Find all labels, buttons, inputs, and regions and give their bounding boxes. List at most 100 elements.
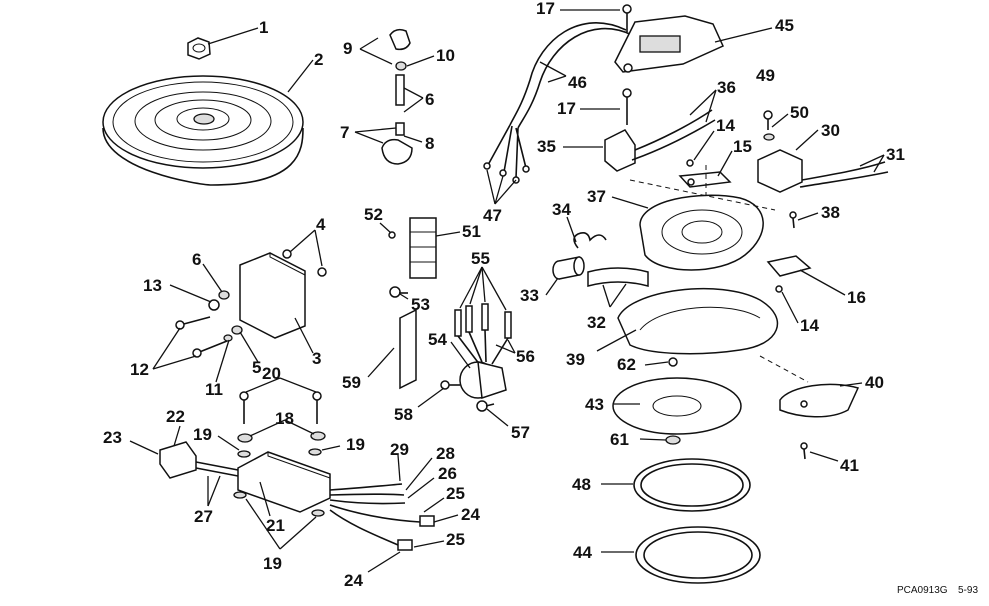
callout-label: 24 — [461, 505, 480, 524]
callout-label: 25 — [446, 484, 465, 503]
drawing-date: 5-93 — [958, 585, 979, 596]
callout-label: 19 — [193, 425, 212, 444]
callout-label: 37 — [587, 187, 606, 206]
callout-label: 52 — [364, 205, 383, 224]
sensor-coil-part — [604, 109, 716, 172]
clip-part — [678, 159, 732, 188]
callout-label: 8 — [425, 134, 435, 153]
callout-label: 25 — [446, 530, 465, 549]
callout-label: 48 — [572, 475, 591, 494]
callout-label: 9 — [343, 39, 353, 58]
callout-label: 62 — [617, 355, 636, 374]
callout-label: 10 — [436, 46, 455, 65]
ring-part-48 — [633, 458, 751, 512]
bracket-part-59 — [399, 308, 417, 390]
callout-label: 35 — [537, 137, 556, 156]
callout-label: 13 — [143, 276, 162, 295]
coil-lead-part — [757, 149, 889, 193]
callout-label: 14 — [800, 316, 819, 335]
clamp-part — [766, 255, 812, 277]
callout-label: 41 — [840, 456, 859, 475]
callout-label: 30 — [821, 121, 840, 140]
screw-part-62 — [668, 357, 678, 367]
callout-label: 29 — [390, 440, 409, 459]
callout-label: 3 — [312, 349, 322, 368]
sleeve-part — [587, 267, 649, 287]
callout-label: 19 — [263, 554, 282, 573]
callout-label: 2 — [314, 50, 324, 69]
armature-plate-part — [617, 287, 809, 383]
small-screw-part-41 — [800, 442, 808, 460]
callout-label: 11 — [205, 380, 223, 399]
callout-label: 23 — [103, 428, 122, 447]
spark-plug-boot-parts — [381, 28, 413, 165]
callout-label: 24 — [344, 571, 363, 590]
callout-label: 43 — [585, 395, 604, 414]
callout-label: 40 — [865, 373, 884, 392]
callout-label: 46 — [568, 73, 587, 92]
callout-label: 51 — [462, 222, 481, 241]
drawing-code: PCA0913G — [897, 585, 948, 596]
callout-label: 31 — [886, 145, 905, 164]
callout-label: 61 — [610, 430, 629, 449]
callout-label: 39 — [566, 350, 585, 369]
callout-label: 50 — [790, 103, 809, 122]
screw-part-58-57 — [440, 380, 495, 412]
stator-plate-part — [629, 165, 776, 271]
ring-part-44 — [635, 526, 761, 584]
spring-clip-part — [573, 232, 607, 249]
callout-label: 53 — [411, 295, 430, 314]
rectifier-part — [454, 303, 512, 400]
power-pack-part — [159, 441, 435, 551]
retainer-plate-part — [612, 377, 742, 435]
flywheel-part — [102, 75, 304, 186]
bushing-part — [552, 256, 585, 280]
callout-label: 28 — [436, 444, 455, 463]
callout-label: 14 — [716, 116, 735, 135]
callout-label: 59 — [342, 373, 361, 392]
callout-label: 6 — [192, 250, 202, 269]
callout-label: 32 — [587, 313, 606, 332]
callout-label: 49 — [756, 66, 775, 85]
callout-label: 45 — [775, 16, 794, 35]
callout-label: 58 — [394, 405, 413, 424]
callout-label: 44 — [573, 543, 592, 562]
callout-label: 6 — [425, 90, 435, 109]
stator-lead-cable — [483, 22, 633, 184]
callout-label: 17 — [557, 99, 576, 118]
callout-label: 38 — [821, 203, 840, 222]
callout-label: 54 — [428, 330, 447, 349]
callout-label: 22 — [166, 407, 185, 426]
screw-part-53 — [389, 286, 408, 298]
nut-part — [187, 37, 211, 60]
coil-fasteners-part — [175, 290, 243, 358]
callout-label: 1 — [259, 18, 269, 37]
callout-label: 12 — [130, 360, 149, 379]
callout-label: 20 — [262, 364, 281, 383]
callout-label: 18 — [275, 409, 294, 428]
ignition-coil-part — [239, 249, 327, 339]
callout-label: 57 — [511, 423, 530, 442]
callout-label: 16 — [847, 288, 866, 307]
timer-base-part — [614, 15, 724, 73]
callout-label: 7 — [340, 123, 350, 142]
terminal-block-part — [388, 217, 437, 279]
pack-fasteners-part — [233, 391, 326, 517]
callout-label: 36 — [717, 78, 736, 97]
callout-label: 47 — [483, 206, 502, 225]
callout-label: 34 — [552, 200, 571, 219]
callout-label: 17 — [536, 0, 555, 18]
screw-washer-part — [763, 110, 775, 141]
callout-label: 4 — [316, 215, 326, 234]
screw-part — [622, 4, 632, 125]
callout-label: 27 — [194, 507, 213, 526]
callout-label: 33 — [520, 286, 539, 305]
callout-label: 21 — [266, 516, 285, 535]
callout-label: 19 — [346, 435, 365, 454]
callout-label: 56 — [516, 347, 535, 366]
callout-label: 26 — [438, 464, 457, 483]
callout-label: 15 — [733, 137, 752, 156]
callout-label: 55 — [471, 249, 490, 268]
